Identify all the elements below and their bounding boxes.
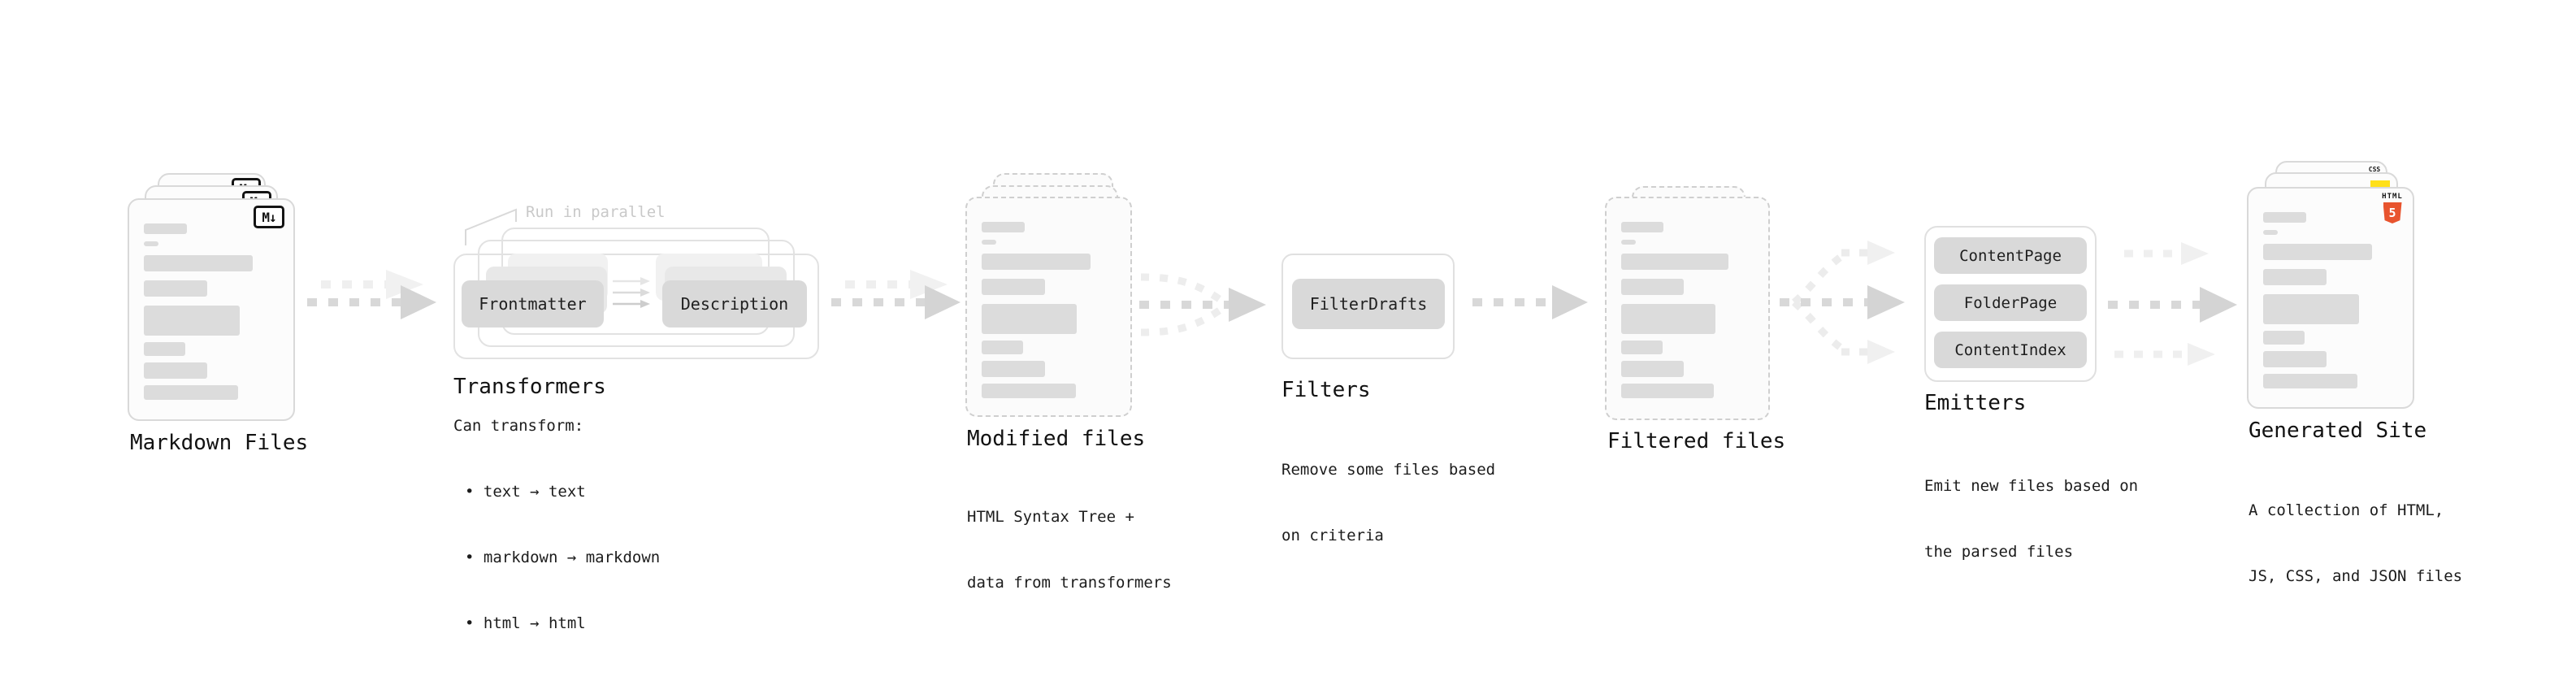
skeleton-line bbox=[2263, 230, 2279, 235]
file-skeleton bbox=[1607, 198, 1768, 398]
skeleton-line bbox=[144, 342, 186, 356]
skeleton-line bbox=[2263, 374, 2358, 388]
desc-line: the parsed files bbox=[1924, 543, 2074, 561]
skeleton-line bbox=[1621, 384, 1715, 398]
flow-arrow-converge-icon bbox=[1139, 273, 1266, 336]
skeleton-line bbox=[2263, 212, 2307, 223]
skeleton-line bbox=[1621, 254, 1729, 270]
stage-title-filtered-files: Filtered files bbox=[1607, 429, 1786, 453]
transformer-node-frontmatter: Frontmatter bbox=[462, 280, 604, 327]
skeleton-line bbox=[2263, 351, 2327, 367]
html5-icon: HTML 5 bbox=[2381, 193, 2404, 223]
transformers-subtitle: Can transform: bbox=[453, 417, 584, 435]
skeleton-line bbox=[2263, 294, 2359, 324]
emitter-node-contentindex: ContentIndex bbox=[1934, 332, 2087, 368]
file-card-front bbox=[965, 197, 1132, 417]
flow-arrows-parallel-icon bbox=[2108, 242, 2237, 366]
callout-connector-line bbox=[465, 208, 517, 245]
emitters-desc: Emit new files based on the parsed files bbox=[1924, 432, 2138, 607]
skeleton-line bbox=[2263, 331, 2305, 345]
skeleton-line bbox=[982, 254, 1091, 270]
desc-line: Remove some files based bbox=[1281, 461, 1496, 479]
generated-site-desc: A collection of HTML, JS, CSS, and JSON … bbox=[2249, 456, 2462, 631]
transformer-node-description: Description bbox=[662, 280, 807, 327]
skeleton-line bbox=[144, 362, 208, 379]
skeleton-line bbox=[1621, 279, 1684, 295]
skeleton-line bbox=[982, 361, 1045, 377]
html5-label: HTML bbox=[2382, 193, 2403, 201]
stage-title-filters: Filters bbox=[1281, 378, 1371, 402]
skeleton-line bbox=[1621, 340, 1663, 354]
flow-arrow-diverge-icon bbox=[1780, 241, 1905, 364]
run-in-parallel-label: Run in parallel bbox=[526, 203, 666, 221]
filter-node-filterdrafts: FilterDrafts bbox=[1292, 279, 1445, 329]
stage-title-modified-files: Modified files bbox=[967, 427, 1146, 451]
bullet-item: • html → html bbox=[465, 614, 586, 632]
skeleton-line bbox=[144, 280, 208, 297]
skeleton-line bbox=[1621, 222, 1664, 232]
file-skeleton bbox=[2249, 189, 2413, 388]
file-card-front: M↓ bbox=[128, 198, 295, 421]
stage-title-markdown-files: Markdown Files bbox=[130, 431, 309, 455]
emitter-node-contentpage: ContentPage bbox=[1934, 237, 2087, 274]
skeleton-line bbox=[144, 241, 159, 246]
transformer-layer-front bbox=[453, 254, 819, 359]
skeleton-line bbox=[144, 385, 239, 400]
filters-desc: Remove some files based on criteria bbox=[1281, 415, 1495, 591]
skeleton-line bbox=[2263, 269, 2327, 285]
stage-title-transformers: Transformers bbox=[453, 375, 606, 399]
bullet-item: • markdown → markdown bbox=[465, 549, 661, 566]
skeleton-line bbox=[982, 240, 997, 245]
skeleton-line bbox=[1621, 240, 1636, 245]
skeleton-line bbox=[982, 304, 1078, 334]
skeleton-line bbox=[982, 279, 1045, 295]
file-skeleton bbox=[129, 200, 293, 400]
modified-files-desc: HTML Syntax Tree + data from transformer… bbox=[967, 462, 1172, 638]
skeleton-line bbox=[144, 306, 240, 336]
stage-title-emitters: Emitters bbox=[1924, 391, 2027, 415]
stage-title-generated-site: Generated Site bbox=[2249, 419, 2427, 443]
skeleton-line bbox=[2263, 244, 2373, 260]
desc-line: data from transformers bbox=[967, 574, 1172, 592]
emitter-node-folderpage: FolderPage bbox=[1934, 284, 2087, 321]
markdown-icon: M↓ bbox=[254, 206, 284, 228]
desc-line: A collection of HTML, bbox=[2249, 501, 2444, 519]
skeleton-line bbox=[982, 384, 1076, 398]
desc-line: Emit new files based on bbox=[1924, 477, 2139, 495]
file-skeleton bbox=[967, 198, 1130, 398]
skeleton-line bbox=[982, 222, 1025, 232]
desc-line: HTML Syntax Tree + bbox=[967, 508, 1134, 526]
skeleton-line bbox=[1621, 361, 1684, 377]
file-card-front bbox=[1605, 197, 1770, 420]
flow-arrow-icon bbox=[831, 270, 961, 319]
html5-shield: 5 bbox=[2383, 202, 2402, 223]
skeleton-line bbox=[144, 223, 188, 234]
skeleton-line bbox=[1621, 304, 1715, 334]
desc-line: on criteria bbox=[1281, 527, 1384, 544]
skeleton-line bbox=[144, 255, 254, 271]
file-card-front: HTML 5 bbox=[2247, 187, 2414, 409]
desc-line: JS, CSS, and JSON files bbox=[2249, 567, 2463, 585]
bullet-item: • text → text bbox=[465, 483, 586, 501]
skeleton-line bbox=[982, 340, 1024, 354]
parallel-arrows-icon bbox=[613, 277, 650, 308]
transformers-bullet-list: • text → text • markdown → markdown • ht… bbox=[465, 437, 660, 679]
css-label: CSS bbox=[2368, 166, 2381, 173]
flow-arrow-icon bbox=[1472, 285, 1588, 319]
flow-arrow-icon bbox=[307, 270, 436, 319]
